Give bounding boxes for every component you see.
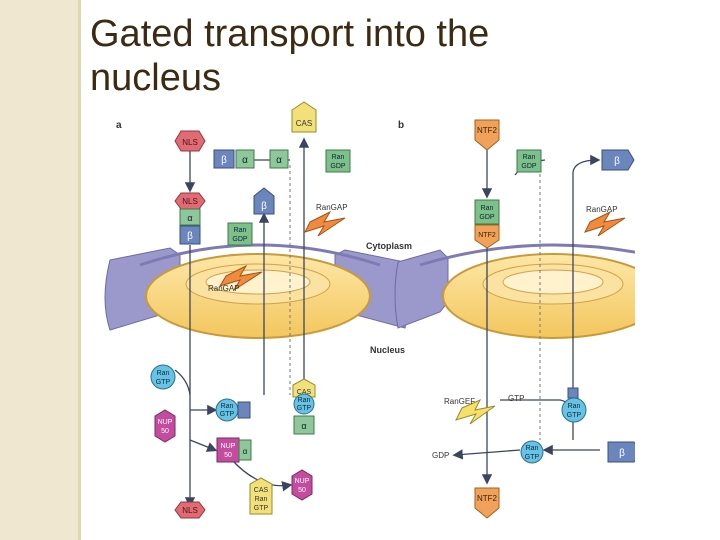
nup50-a1-nup: NUP (158, 419, 173, 426)
ran-gdp-ntf2-gdp: GDP (479, 214, 495, 221)
rangap-b-label: RanGAP (586, 205, 618, 214)
beta-return-label: β (261, 201, 267, 212)
beta-complex-label: β (187, 231, 193, 242)
importin-beta-b-top: β (601, 149, 635, 171)
cas-bottom-gtp: GTP (254, 505, 269, 512)
decorative-side-band (0, 0, 78, 540)
ran-gtp-b-bottom-ran: Ran (526, 445, 539, 452)
ran-gtp-a-1: Ran GTP (150, 364, 176, 390)
ran-gtp-beta-b-ran: Ran (568, 403, 581, 410)
ran-gdp-ntf2-ntf2: NTF2 (478, 232, 496, 239)
rangap-a-pore: RanGAP (208, 264, 263, 293)
nup50-a-2: NUP 50 (291, 469, 313, 501)
beta-top-label: β (221, 155, 227, 166)
alpha-recycled-label: α (276, 155, 282, 166)
gtp-free-label: GTP (508, 394, 524, 403)
ran-gtp-b-bottom: Ran GTP (520, 440, 544, 464)
nls-complex-label: NLS (182, 197, 198, 206)
panel-a-label: a (116, 120, 122, 131)
ntf2-top: NTF2 (474, 119, 500, 151)
nup50-a2-nup: NUP (295, 478, 310, 485)
nup50-alpha-alpha: α (243, 447, 248, 456)
cas-export-alpha: α (301, 421, 306, 431)
importin-beta-return: β (253, 187, 275, 215)
ran-gdp-ntf2-ran: Ran (481, 205, 494, 212)
panel-a-cytoplasm-label: Cytoplasm (366, 241, 412, 251)
alpha-top-label: α (242, 155, 248, 166)
importin-alpha-recycled: α (269, 149, 289, 169)
nup50-a1-num: 50 (161, 428, 169, 435)
ran-gdp-top-gdp: GDP (330, 163, 346, 170)
ntf2-top-label: NTF2 (477, 126, 498, 135)
cas-export-gtp: GTP (297, 405, 312, 412)
rangap-a-cytoplasm: RanGAP (304, 203, 348, 237)
rangap-a-pore-label: RanGAP (208, 284, 240, 293)
nls-cargo-top: NLS (174, 130, 206, 152)
cas-export-ran: Ran (298, 397, 311, 404)
importin-beta-b-bottom: β (607, 441, 635, 463)
ran-gtp-a1-gtp: GTP (156, 379, 171, 386)
cas-bottom-ran: Ran (255, 496, 268, 503)
ran-gdp-b-top: Ran GDP (516, 149, 542, 173)
panel-a-nuclear-envelope (104, 243, 409, 339)
importin-beta-alpha-top: β α (213, 149, 255, 169)
cas-export-complex: CAS Ran GTP α (292, 378, 316, 435)
nup50-a2-num: 50 (298, 487, 306, 494)
nls-bottom-label: NLS (182, 506, 198, 515)
panel-b-label: b (398, 120, 404, 131)
ran-gdp-ntf2-complex: Ran GDP NTF2 (474, 199, 500, 249)
ran-gtp-beta-ran: Ran (221, 403, 234, 410)
ran-gdp-mid: Ran GDP (227, 222, 253, 246)
gdp-free-label: GDP (432, 451, 449, 460)
ran-gtp-beta-gtp: GTP (220, 411, 235, 418)
ntf2-bottom: NTF2 (474, 487, 500, 519)
ran-gdp-mid-ran: Ran (234, 227, 247, 234)
ran-gtp-a1-ran: Ran (157, 370, 170, 377)
rangap-b: RanGAP (584, 205, 626, 237)
ran-gdp-b-top-ran: Ran (523, 154, 536, 161)
panel-a-nucleus-label: Nucleus (370, 345, 405, 355)
nls-top-label: NLS (182, 138, 198, 147)
alpha-complex-label: α (187, 213, 192, 223)
nup50-alpha-num: 50 (224, 452, 232, 459)
cas-ran-gtp-bottom: CAS Ran GTP (249, 477, 273, 515)
ran-gtp-beta-b: Ran GTP (561, 387, 587, 423)
nls-cargo-bottom: NLS (174, 501, 206, 519)
side-band-edge (78, 0, 81, 540)
import-complex: NLS α β (174, 192, 206, 245)
ran-gtp-beta-a: Ran GTP (215, 398, 251, 422)
panel-b-nuclear-envelope (394, 243, 635, 339)
nup50-alpha-a: NUP 50 α (216, 437, 252, 463)
slide-title-line-2: nucleus (90, 57, 221, 99)
nup50-alpha-nup: NUP (221, 443, 236, 450)
rangef: RanGEF (444, 397, 496, 425)
cas-export-cas: CAS (297, 389, 312, 396)
nuclear-transport-diagram: Cytoplasm Nucleus a NLS β α α CAS Ran GD (104, 101, 635, 519)
rangap-a-top-label: RanGAP (316, 203, 348, 212)
ran-gdp-top: Ran GDP (325, 149, 351, 173)
ntf2-bottom-label: NTF2 (477, 494, 498, 503)
ran-gtp-b-bottom-gtp: GTP (525, 454, 540, 461)
beta-b-bottom-label: β (619, 448, 625, 459)
cas-bottom-cas: CAS (254, 487, 269, 494)
slide-title-line-1: Gated transport into the (90, 13, 490, 55)
ran-gdp-top-ran: Ran (332, 154, 345, 161)
ran-gdp-mid-gdp: GDP (232, 236, 248, 243)
cas-top-label: CAS (296, 119, 312, 128)
rangef-label: RanGEF (444, 397, 475, 406)
nup50-a-1: NUP 50 (154, 409, 176, 443)
ran-gdp-b-top-gdp: GDP (521, 163, 537, 170)
cas-top: CAS (291, 101, 317, 133)
ran-gtp-beta-b-gtp: GTP (567, 412, 582, 419)
beta-b-top-label: β (614, 156, 620, 167)
